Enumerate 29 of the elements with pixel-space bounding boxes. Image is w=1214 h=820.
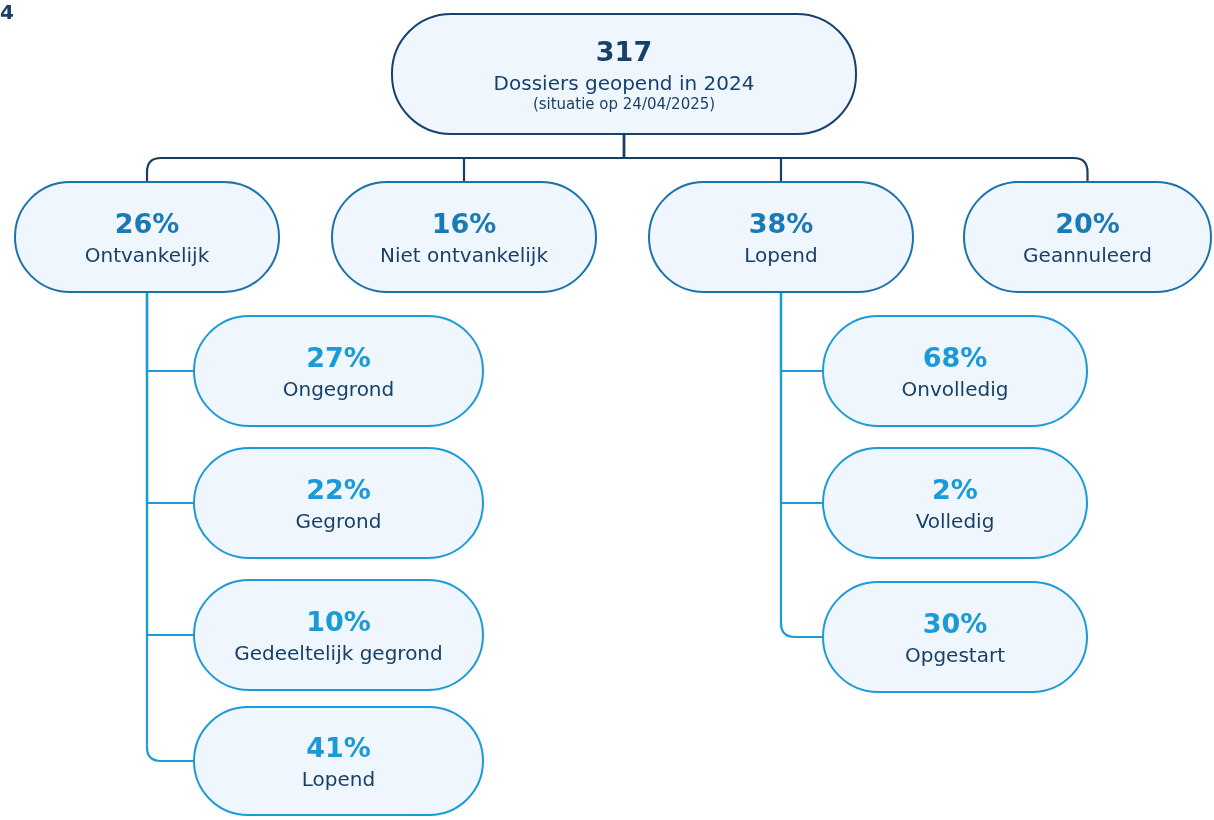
category-label: Gegrond (295, 508, 382, 533)
total-count: 317 (595, 35, 653, 67)
category-label: Ontvankelijk (84, 242, 210, 267)
percentage: 10% (306, 605, 371, 637)
figure-number: 4 (0, 0, 14, 24)
category-label: Dossiers geopend in 2024 (493, 70, 755, 95)
category-label: Onvolledig (901, 376, 1009, 401)
connector-line (779, 293, 822, 639)
category-label: Geannuleerd (1023, 242, 1152, 267)
category-label: Ongegrond (282, 376, 395, 401)
percentage: 38% (748, 207, 814, 239)
percentage: 41% (306, 731, 371, 763)
percentage: 16% (431, 207, 497, 239)
percentage: 20% (1055, 207, 1120, 239)
connector-line (145, 293, 193, 763)
percentage: 27% (306, 341, 371, 373)
percentage: 68% (922, 341, 988, 373)
category-label: Opgestart (905, 642, 1005, 667)
percentage: 26% (114, 207, 180, 239)
category-label: Lopend (744, 242, 818, 267)
category-label: Volledig (915, 508, 995, 533)
percentage: 30% (922, 607, 988, 639)
percentage: 22% (306, 473, 371, 505)
category-label: Niet ontvankelijk (380, 242, 548, 267)
connector-line (622, 135, 1089, 181)
category-label: Gedeeltelijk gegrond (234, 640, 443, 665)
percentage: 2% (932, 473, 978, 505)
category-label: Lopend (301, 766, 376, 791)
note: (situatie op 24/04/2025) (532, 94, 716, 113)
